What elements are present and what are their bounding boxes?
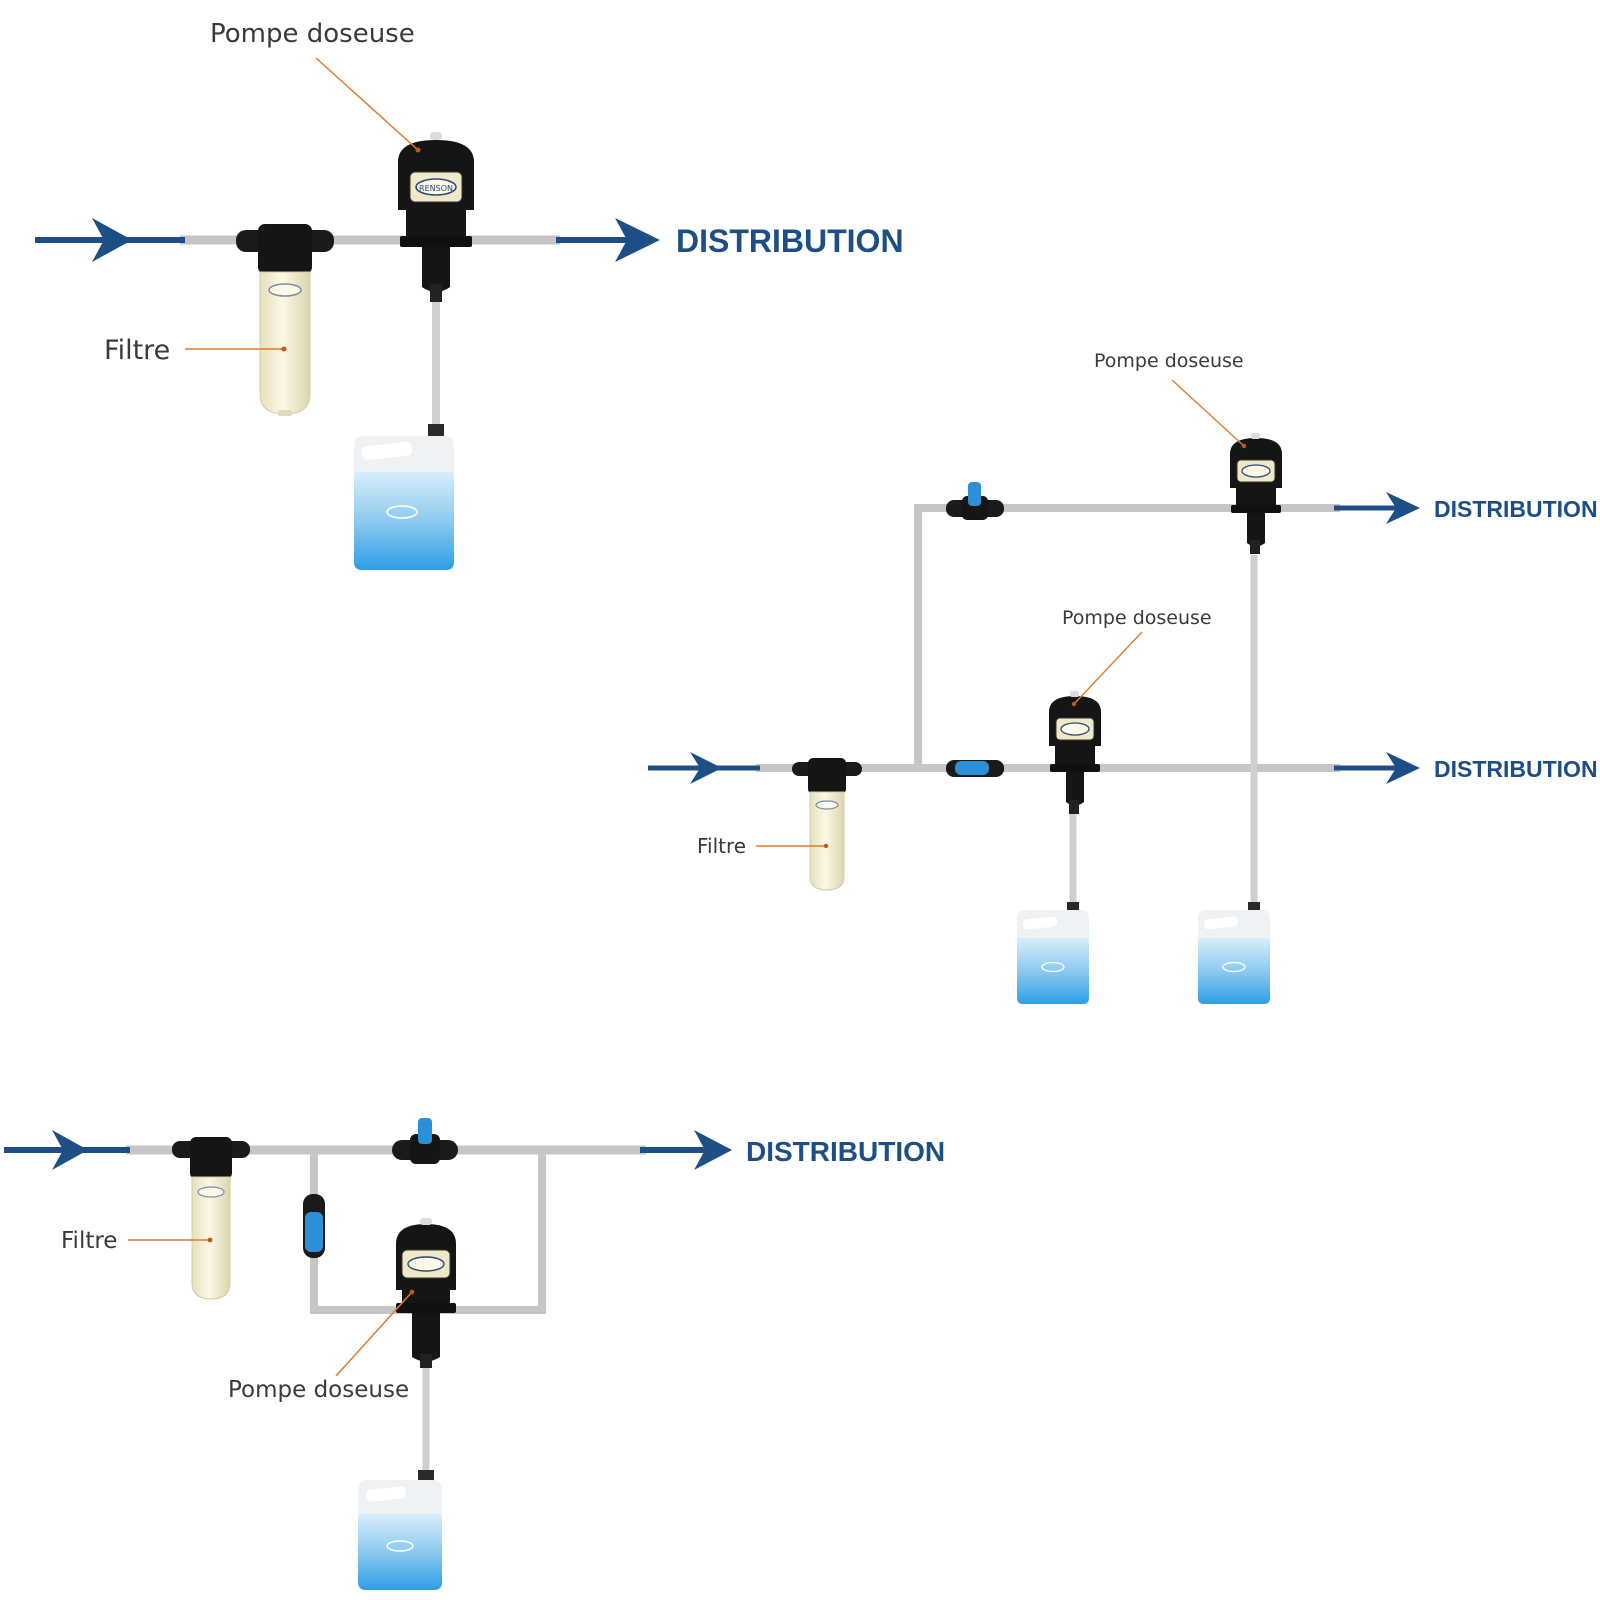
brand-badge-icon bbox=[1241, 464, 1271, 478]
pump-label: Pompe doseuse bbox=[1094, 350, 1244, 372]
brand-badge-icon bbox=[197, 1186, 225, 1198]
ball-valve-icon bbox=[946, 760, 1004, 777]
leader-line bbox=[1171, 379, 1245, 447]
dosing-pump bbox=[1230, 433, 1282, 554]
leader-line bbox=[1073, 631, 1143, 705]
inlet-arrow-icon bbox=[648, 752, 760, 784]
filter bbox=[792, 758, 862, 891]
filter bbox=[236, 224, 334, 416]
brand-badge-icon bbox=[1060, 722, 1090, 736]
brand-badge-icon bbox=[415, 178, 457, 196]
diagram-3: DISTRIBUTION Filtre bbox=[4, 1118, 945, 1590]
pump-label: Pompe doseuse bbox=[228, 1377, 409, 1403]
outlet-arrow-icon bbox=[556, 218, 660, 262]
filter-label: Filtre bbox=[104, 335, 170, 366]
ball-valve-icon bbox=[303, 1194, 325, 1258]
brand-badge-icon bbox=[268, 283, 302, 297]
leader-dot bbox=[823, 843, 829, 849]
product-canister bbox=[1198, 902, 1270, 1004]
leader-dot bbox=[409, 1289, 415, 1295]
leader-dot bbox=[1241, 443, 1247, 449]
ball-valve-icon bbox=[392, 1118, 458, 1164]
brand-badge-icon bbox=[386, 505, 418, 519]
leader-line bbox=[315, 57, 419, 151]
ball-valve-icon bbox=[946, 482, 1004, 520]
brand-badge-icon bbox=[815, 800, 839, 810]
brand-badge-icon bbox=[1041, 961, 1065, 973]
filter-label: Filtre bbox=[697, 834, 746, 858]
leader-dot bbox=[1071, 701, 1077, 707]
diagram-1: DISTRIBUTION Filtre RENSON Pompe doseuse bbox=[35, 19, 904, 570]
dosing-pump bbox=[1049, 691, 1101, 814]
outlet-arrow-icon bbox=[640, 1130, 732, 1170]
distribution-label: DISTRIBUTION bbox=[1434, 496, 1598, 522]
distribution-label: DISTRIBUTION bbox=[676, 223, 904, 259]
product-canister bbox=[354, 424, 454, 570]
outlet-arrow-icon bbox=[1334, 492, 1420, 524]
filter-label: Filtre bbox=[61, 1228, 117, 1254]
brand-badge-icon bbox=[386, 1540, 414, 1552]
leader-dot bbox=[281, 346, 287, 352]
distribution-label: DISTRIBUTION bbox=[746, 1136, 945, 1167]
brand-badge-icon bbox=[407, 1256, 445, 1272]
brand-badge-icon bbox=[1222, 961, 1246, 973]
dosing-pump bbox=[396, 1218, 456, 1368]
leader-dot bbox=[207, 1237, 213, 1243]
leader-line bbox=[335, 1291, 413, 1377]
distribution-label: DISTRIBUTION bbox=[1434, 756, 1598, 782]
leader-dot bbox=[415, 147, 421, 153]
brand-name: RENSON bbox=[419, 184, 453, 193]
outlet-arrow-icon bbox=[1334, 752, 1420, 784]
dosing-pump: RENSON bbox=[398, 132, 474, 302]
pump-label: Pompe doseuse bbox=[1062, 607, 1212, 629]
inlet-arrow-icon bbox=[4, 1130, 130, 1170]
pump-label: Pompe doseuse bbox=[210, 19, 415, 49]
filter bbox=[172, 1137, 250, 1300]
diagram-2: DISTRIBUTION DISTRIBUTION Filtre bbox=[648, 350, 1598, 1004]
product-canister bbox=[1017, 902, 1089, 1004]
inlet-arrow-icon bbox=[35, 218, 185, 262]
product-canister bbox=[358, 1470, 442, 1590]
